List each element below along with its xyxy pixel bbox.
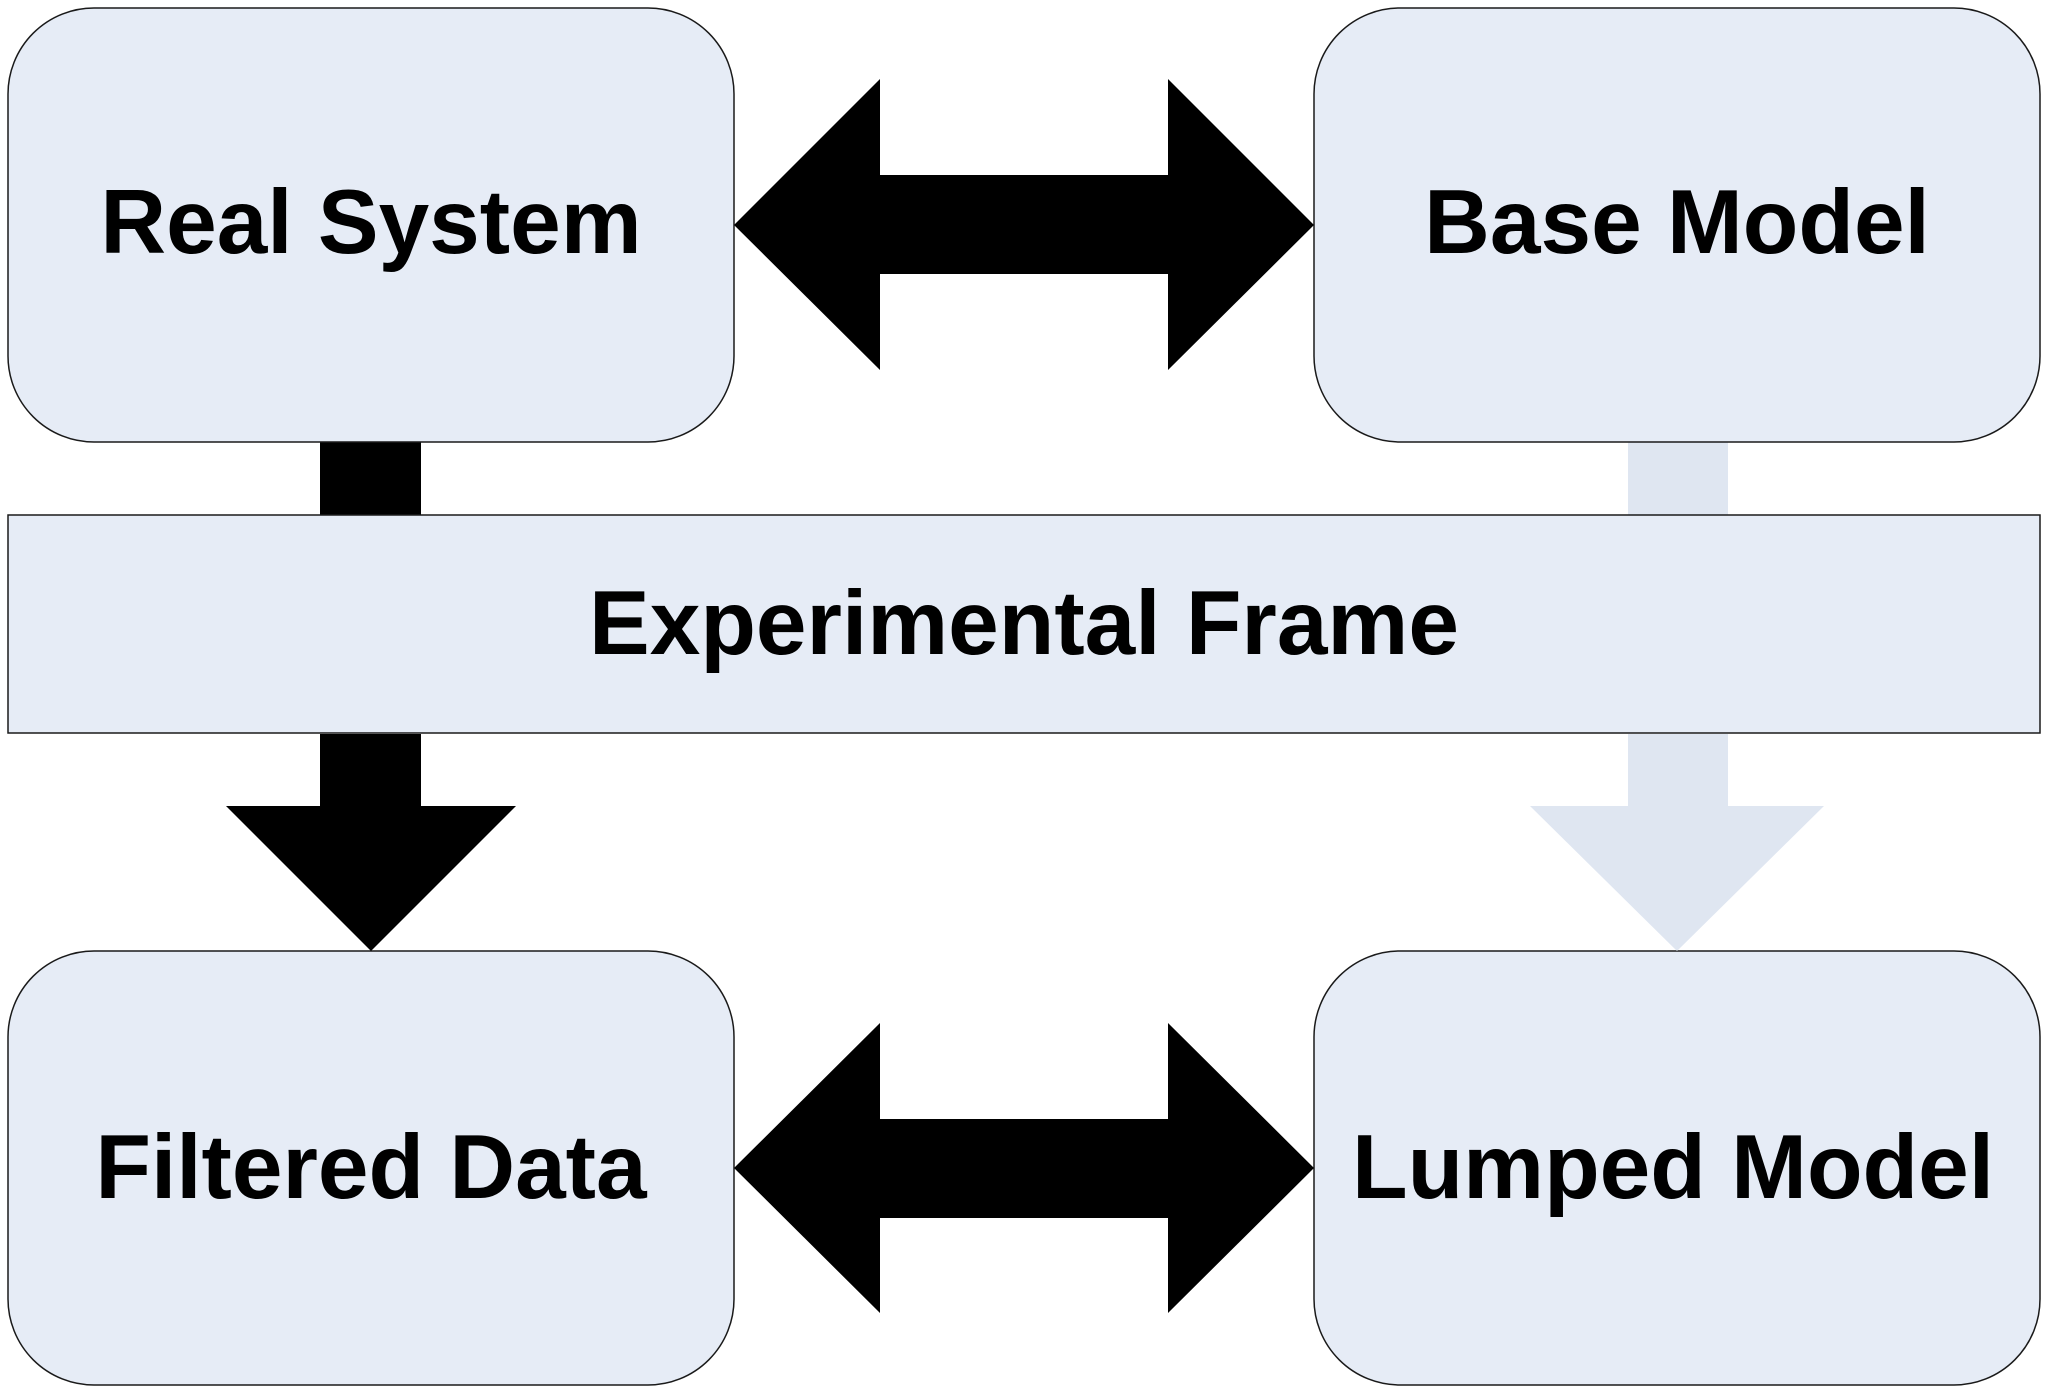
node-base-model[interactable]: Base Model	[1313, 7, 2041, 443]
node-real-system-label: Real System	[100, 172, 641, 273]
node-real-system[interactable]: Real System	[7, 7, 735, 443]
node-lumped-model[interactable]: Lumped Model	[1313, 950, 2041, 1386]
node-filtered-data[interactable]: Filtered Data	[7, 950, 735, 1386]
arrow-real-to-filtered	[226, 734, 516, 951]
arrow-real-to-filtered-shaft-top	[320, 430, 421, 520]
arrow-real-base-bidirectional	[734, 79, 1314, 370]
node-lumped-model-label: Lumped Model	[1352, 1117, 1994, 1218]
node-experimental-frame-box	[7, 514, 2041, 734]
arrow-filtered-lumped-bidirectional	[734, 1023, 1314, 1313]
node-filtered-data-label: Filtered Data	[95, 1117, 648, 1218]
node-experimental-frame-label: Experimental Frame	[589, 573, 1459, 674]
arrow-base-to-lumped	[1530, 734, 1824, 951]
node-base-model-label: Base Model	[1424, 172, 1930, 273]
node-experimental-frame[interactable]: Experimental Frame	[7, 514, 2041, 734]
